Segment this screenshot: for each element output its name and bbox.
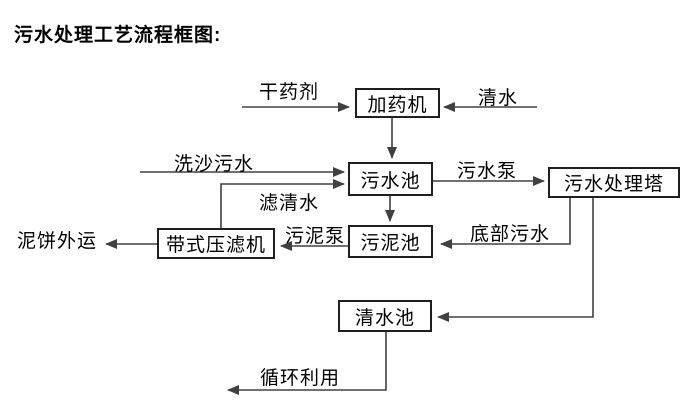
- label-sewage-pump: 污水泵: [457, 161, 518, 182]
- node-dosing-machine: 加药机: [355, 88, 440, 118]
- edge-tower-to-clean-pool-arrow: [437, 197, 594, 322]
- label-clean-water: 清水: [478, 88, 519, 109]
- node-belt-filter-press: 带式压滤机: [157, 228, 275, 259]
- node-sludge-pool: 污泥池: [348, 225, 433, 258]
- label-dry-chemical: 干药剂: [259, 82, 320, 103]
- edge-recycle-use-arrow: [227, 332, 387, 395]
- page-title: 污水处理工艺流程框图:: [14, 25, 222, 46]
- edge-filtered-water-arrow: [220, 179, 345, 228]
- edge-bottom-sewage-arrow: [440, 197, 571, 249]
- node-sewage-pool: 污水池: [348, 162, 433, 196]
- label-sludge-pump: 污泥泵: [285, 226, 346, 247]
- label-mud-cake-out: 泥饼外运: [17, 231, 98, 252]
- node-sewage-treatment-tower: 污水处理塔: [548, 167, 680, 198]
- label-bottom-sewage: 底部污水: [470, 224, 551, 245]
- label-sand-wash-sewage: 洗沙污水: [174, 154, 255, 175]
- label-recycle-use: 循环利用: [260, 368, 341, 389]
- label-filtered-water: 滤清水: [259, 193, 320, 214]
- node-clean-water-pool: 清水池: [338, 300, 432, 332]
